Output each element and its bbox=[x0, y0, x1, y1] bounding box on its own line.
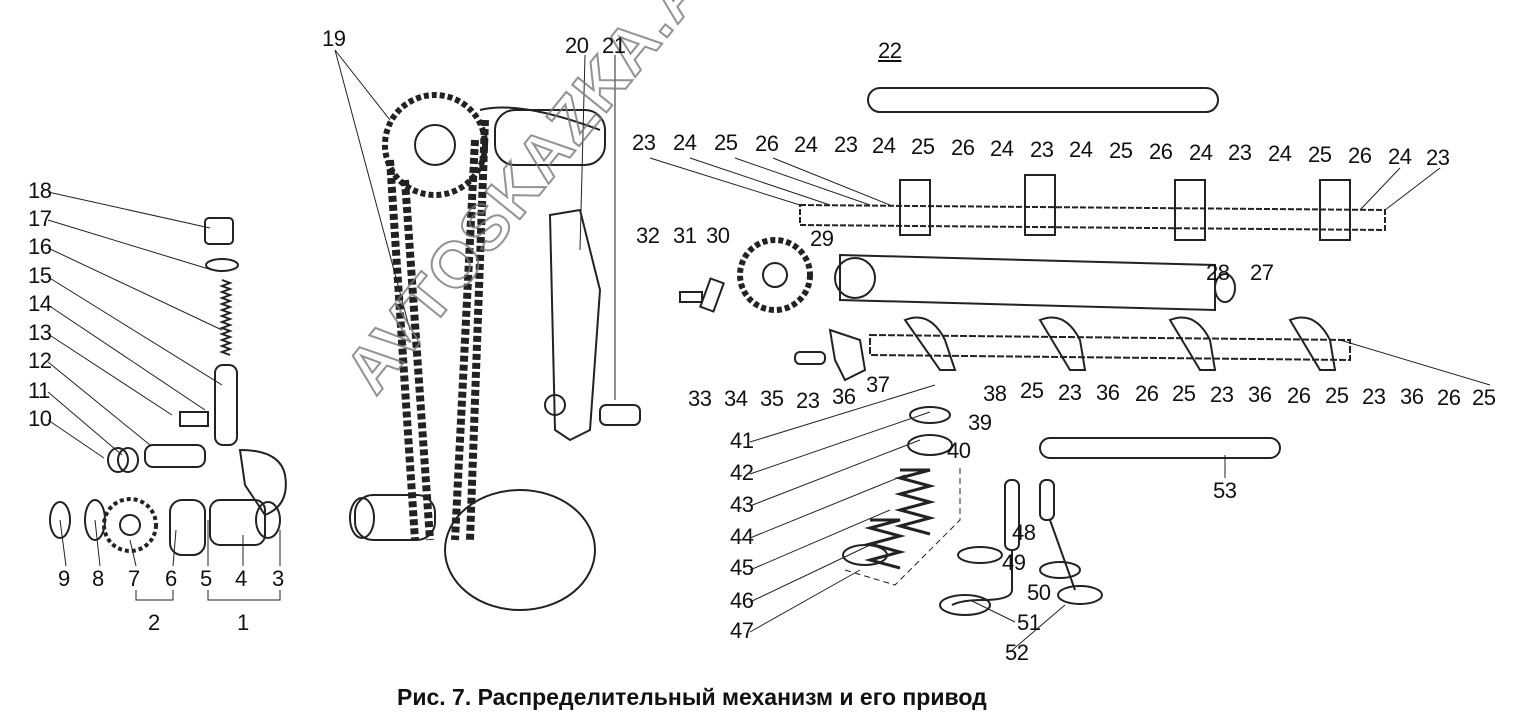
part-label: 6 bbox=[165, 566, 177, 591]
part-label: 23 bbox=[1058, 380, 1082, 405]
part-label: 10 bbox=[28, 406, 52, 431]
part-label: 47 bbox=[730, 618, 754, 643]
part-label: 24 bbox=[990, 136, 1014, 161]
part-label: 52 bbox=[1005, 640, 1029, 665]
part-label: 24 bbox=[872, 133, 896, 158]
part-label: 26 bbox=[1149, 139, 1173, 164]
part-label: 51 bbox=[1017, 610, 1041, 635]
part-label: 38 bbox=[983, 381, 1007, 406]
part-label: 30 bbox=[706, 223, 730, 248]
part-label: 23 bbox=[1362, 384, 1386, 409]
part-label: 25 bbox=[911, 134, 935, 159]
part-label: 26 bbox=[951, 135, 975, 160]
part-label: 39 bbox=[968, 410, 992, 435]
part-label: 25 bbox=[1472, 385, 1496, 410]
part-label: 25 bbox=[1109, 138, 1133, 163]
part-label: 26 bbox=[1135, 381, 1159, 406]
part-label: 25 bbox=[1172, 381, 1196, 406]
part-label: 24 bbox=[673, 130, 697, 155]
group-label: 2 bbox=[148, 610, 160, 635]
part-label: 15 bbox=[28, 263, 52, 288]
part-label: 23 bbox=[796, 388, 820, 413]
part-label: 16 bbox=[28, 234, 52, 259]
part-label: 36 bbox=[1400, 384, 1424, 409]
part-label: 36 bbox=[832, 384, 856, 409]
part-label: 24 bbox=[794, 132, 818, 157]
part-label: 26 bbox=[1437, 385, 1461, 410]
part-label: 44 bbox=[730, 524, 754, 549]
rocker-shafts bbox=[799, 87, 1386, 459]
part-label: 25 bbox=[714, 130, 738, 155]
part-label: 25 bbox=[1020, 378, 1044, 403]
part-label: 35 bbox=[760, 386, 784, 411]
part-label: 50 bbox=[1027, 580, 1051, 605]
part-label: 20 bbox=[565, 33, 589, 58]
part-label: 48 bbox=[1012, 520, 1036, 545]
part-label: 33 bbox=[688, 386, 712, 411]
valve-parts bbox=[842, 406, 1103, 616]
part-label: 13 bbox=[28, 320, 52, 345]
part-label: 24 bbox=[1388, 144, 1412, 169]
part-label: 24 bbox=[1069, 137, 1093, 162]
part-label: 21 bbox=[602, 33, 626, 58]
part-label: 34 bbox=[724, 386, 748, 411]
part-label: 42 bbox=[730, 460, 754, 485]
part-label: 37 bbox=[866, 372, 890, 397]
part-label: 25 bbox=[1308, 142, 1332, 167]
part-label: 26 bbox=[1348, 143, 1372, 168]
part-label: 12 bbox=[28, 348, 52, 373]
part-label: 40 bbox=[947, 438, 971, 463]
part-label: 17 bbox=[28, 206, 52, 231]
part-label: 43 bbox=[730, 492, 754, 517]
part-label: 23 bbox=[632, 130, 656, 155]
leader-lines bbox=[47, 49, 1491, 653]
part-label: 25 bbox=[1325, 383, 1349, 408]
part-label: 9 bbox=[58, 566, 70, 591]
lower-rocker-row bbox=[794, 316, 1351, 382]
part-label: 36 bbox=[1248, 382, 1272, 407]
part-label: 26 bbox=[1287, 383, 1311, 408]
part-label: 53 bbox=[1213, 478, 1237, 503]
timing-chain bbox=[349, 92, 641, 611]
part-label: 24 bbox=[1268, 141, 1292, 166]
part-label: 23 bbox=[1210, 382, 1234, 407]
part-label: 31 bbox=[673, 223, 697, 248]
part-label: 3 bbox=[272, 566, 284, 591]
part-label: 46 bbox=[730, 588, 754, 613]
part-label: 45 bbox=[730, 555, 754, 580]
figure-caption: Рис. 7. Распределительный механизм и его… bbox=[397, 684, 987, 710]
part-label: 23 bbox=[1426, 145, 1450, 170]
part-label: 32 bbox=[636, 223, 660, 248]
part-label: 11 bbox=[28, 378, 50, 403]
part-label: 28 bbox=[1206, 260, 1230, 285]
part-label: 19 bbox=[322, 26, 346, 51]
part-label: 4 bbox=[235, 566, 247, 591]
part-label: 22 bbox=[878, 38, 902, 63]
part-label: 26 bbox=[755, 131, 779, 156]
part-label: 23 bbox=[1030, 137, 1054, 162]
part-label: 23 bbox=[834, 132, 858, 157]
chain-tensioner-assembly bbox=[49, 217, 287, 556]
part-label: 8 bbox=[92, 566, 104, 591]
part-label: 18 bbox=[28, 178, 52, 203]
part-label: 5 bbox=[200, 566, 212, 591]
part-label: 41 bbox=[730, 428, 754, 453]
group-label: 1 bbox=[237, 610, 249, 635]
part-label: 7 bbox=[128, 566, 140, 591]
part-label: 29 bbox=[810, 226, 834, 251]
part-label: 23 bbox=[1228, 140, 1252, 165]
part-label: 14 bbox=[28, 291, 52, 316]
part-label: 49 bbox=[1002, 550, 1026, 575]
part-label: 36 bbox=[1096, 380, 1120, 405]
part-label: 27 bbox=[1250, 260, 1274, 285]
part-label: 24 bbox=[1189, 140, 1213, 165]
camshaft bbox=[679, 237, 1236, 313]
